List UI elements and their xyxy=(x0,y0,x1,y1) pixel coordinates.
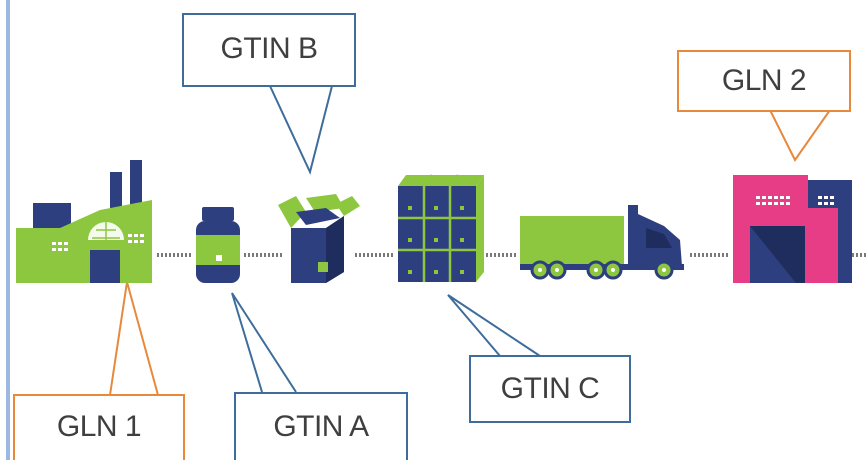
gtin-a-label: GTIN A xyxy=(273,410,369,443)
callout-boxes xyxy=(13,13,851,460)
jar-icon xyxy=(196,207,240,283)
open-box-icon xyxy=(278,194,360,283)
gln1-box xyxy=(13,394,185,460)
gtin-c-label: GTIN C xyxy=(500,372,600,405)
factory-icon xyxy=(16,160,152,283)
gln1-label: GLN 1 xyxy=(56,410,142,443)
pointer-gln1 xyxy=(109,281,159,396)
gtin-b-label: GTIN B xyxy=(220,32,318,65)
gtin-c-box xyxy=(469,355,631,423)
pallet-icon xyxy=(398,174,484,282)
truck-icon xyxy=(520,205,684,280)
pointer-gtin-c xyxy=(447,294,541,357)
warehouse-icon xyxy=(733,175,852,283)
pointer-gln2 xyxy=(769,109,831,162)
gtin-a-box xyxy=(234,392,408,460)
callout-pointers xyxy=(109,85,831,396)
pointer-gtin-b xyxy=(269,85,333,175)
pointer-gtin-a xyxy=(231,292,297,393)
gtin-b-box xyxy=(182,13,356,87)
gln2-box xyxy=(677,50,851,112)
left-rule xyxy=(6,0,10,460)
gln2-label: GLN 2 xyxy=(721,64,807,97)
